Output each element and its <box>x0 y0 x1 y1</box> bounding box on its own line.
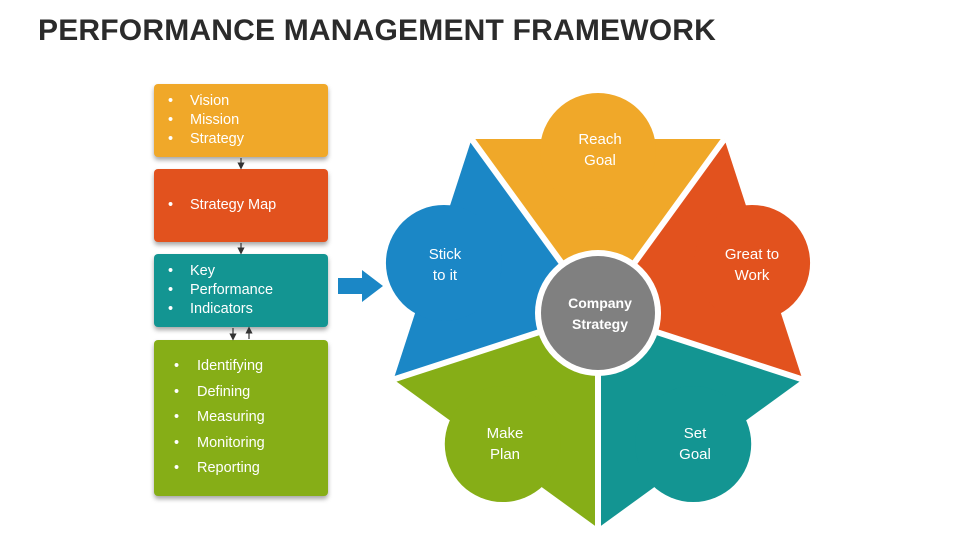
segment-label-great-to-work-1: Great to <box>725 246 779 263</box>
step-item: Key <box>154 262 328 281</box>
step-item: Performance <box>154 281 328 300</box>
segment-label-make-plan-1: Make <box>487 425 524 442</box>
step-item: Vision <box>154 92 328 111</box>
cycle-segment-make-plan <box>393 313 598 528</box>
segment-bulge <box>540 93 656 209</box>
step-item: Mission <box>154 111 328 130</box>
segment-label-stick-to-it-1: Stick <box>429 246 462 263</box>
cycle-segment-reach-goal <box>471 93 725 313</box>
center-label-line1: Company <box>568 295 632 311</box>
step-item: Defining <box>154 380 328 406</box>
center-hub <box>541 256 655 370</box>
step-item: Measuring <box>154 405 328 431</box>
segment-label-set-goal-1: Set <box>684 425 707 442</box>
step-item: Reporting <box>154 456 328 482</box>
segment-bulge <box>444 386 561 503</box>
step-item: Identifying <box>154 354 328 380</box>
step-box-strategy-map: Strategy Map <box>154 169 328 242</box>
segment-bulge <box>385 204 502 321</box>
cycle-segment-set-goal <box>598 313 803 528</box>
right-arrow-icon <box>338 270 383 302</box>
segment-label-reach-goal-1: Reach <box>578 131 621 148</box>
step-item: Monitoring <box>154 431 328 457</box>
segment-wedge <box>471 139 725 313</box>
segment-label-great-to-work-2: Work <box>735 267 770 284</box>
segment-bulge <box>635 386 752 503</box>
segment-label-set-goal-2: Goal <box>679 446 711 463</box>
step-box-process: Identifying Defining Measuring Monitorin… <box>154 340 328 496</box>
segment-label-reach-goal-2: Goal <box>584 152 616 169</box>
step-item: Indicators <box>154 300 328 319</box>
step-item: Strategy Map <box>154 196 328 215</box>
page-title: PERFORMANCE MANAGEMENT FRAMEWORK <box>38 14 717 47</box>
segment-bulge <box>694 204 811 321</box>
step-item: Strategy <box>154 130 328 149</box>
step-box-kpi: Key Performance Indicators <box>154 254 328 327</box>
center-label-line2: Strategy <box>572 316 628 332</box>
step-box-vision: Vision Mission Strategy <box>154 84 328 157</box>
segment-label-make-plan-2: Plan <box>490 446 520 463</box>
segment-label-stick-to-it-2: to it <box>433 267 458 284</box>
